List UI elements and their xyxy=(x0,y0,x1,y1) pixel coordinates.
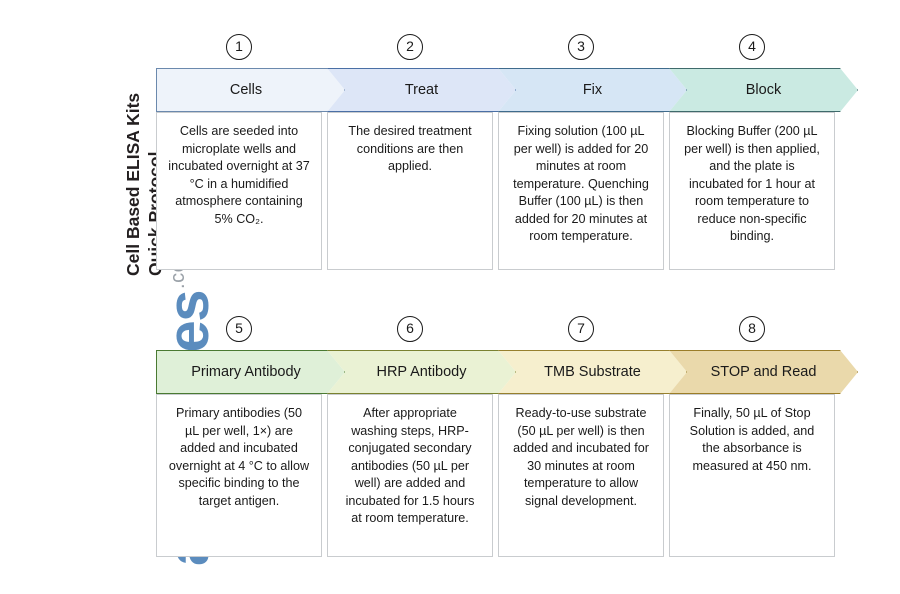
protocol-step-label-7: TMB Substrate xyxy=(544,364,641,380)
protocol-step-description-8: Finally, 50 µL of Stop Solution is added… xyxy=(669,394,835,557)
step-number-badge-2: 2 xyxy=(397,34,423,60)
protocol-step-description-text-2: The desired treatment conditions are the… xyxy=(348,124,472,173)
page-title-line-1: Cell Based ELISA Kits xyxy=(123,92,143,276)
protocol-step-description-text-6: After appropriate washing steps, HRP-con… xyxy=(345,406,475,525)
protocol-step-label-4: Block xyxy=(745,82,782,98)
protocol-step-description-4: Blocking Buffer (200 µL per well) is the… xyxy=(669,112,835,270)
protocol-step-chevron-8[interactable]: STOP and Read xyxy=(669,350,858,394)
protocol-step-chevron-5[interactable]: Primary Antibody xyxy=(156,350,345,394)
step-number-badge-1: 1 xyxy=(226,34,252,60)
protocol-step-label-8: STOP and Read xyxy=(710,364,817,380)
step-number-badge-6: 6 xyxy=(397,316,423,342)
protocol-step-description-text-7: Ready-to-use substrate (50 µL per well) … xyxy=(513,406,649,508)
protocol-row-2: 5 6 7 8 Primary Antibody HRP Antibody TMB Sub… xyxy=(156,316,840,557)
protocol-step-chevron-4[interactable]: Block xyxy=(669,68,858,112)
protocol-step-description-text-8: Finally, 50 µL of Stop Solution is added… xyxy=(689,406,815,473)
protocol-step-chevron-2[interactable]: Treat xyxy=(327,68,516,112)
step-number-badge-5: 5 xyxy=(226,316,252,342)
step-number-badge-8: 8 xyxy=(739,316,765,342)
protocol-step-chevron-6[interactable]: HRP Antibody xyxy=(327,350,516,394)
protocol-step-chevron-7[interactable]: TMB Substrate xyxy=(498,350,687,394)
protocol-step-description-6: After appropriate washing steps, HRP-con… xyxy=(327,394,493,557)
protocol-row-1: 1 2 3 4 Cells Treat Fix Block Cells are seeded… xyxy=(156,34,840,270)
step-number-strip-2: 5 6 7 8 xyxy=(156,316,840,350)
chevron-strip-2: Primary Antibody HRP Antibody TMB Substrat… xyxy=(156,350,840,394)
protocol-step-description-5: Primary antibodies (50 µL per well, 1×) … xyxy=(156,394,322,557)
protocol-step-chevron-3[interactable]: Fix xyxy=(498,68,687,112)
protocol-step-description-2: The desired treatment conditions are the… xyxy=(327,112,493,270)
protocol-step-description-text-3: Fixing solution (100 µL per well) is add… xyxy=(513,124,649,243)
step-number-badge-4: 4 xyxy=(739,34,765,60)
step-number-strip-1: 1 2 3 4 xyxy=(156,34,840,68)
protocol-step-label-5: Primary Antibody xyxy=(191,364,301,380)
protocol-step-label-6: HRP Antibody xyxy=(376,364,467,380)
protocol-step-label-3: Fix xyxy=(582,82,603,98)
chevron-strip-1: Cells Treat Fix Block xyxy=(156,68,840,112)
protocol-step-description-3: Fixing solution (100 µL per well) is add… xyxy=(498,112,664,270)
step-number-badge-7: 7 xyxy=(568,316,594,342)
step-number-badge-3: 3 xyxy=(568,34,594,60)
protocol-step-label-1: Cells xyxy=(229,82,263,98)
protocol-step-description-text-4: Blocking Buffer (200 µL per well) is the… xyxy=(684,124,820,243)
protocol-step-description-7: Ready-to-use substrate (50 µL per well) … xyxy=(498,394,664,557)
brand-logo: antibodies .com xyxy=(74,244,221,566)
protocol-step-description-1: Cells are seeded into microplate wells a… xyxy=(156,112,322,270)
protocol-step-description-text-1: Cells are seeded into microplate wells a… xyxy=(168,124,310,226)
protocol-step-chevron-1[interactable]: Cells xyxy=(156,68,345,112)
protocol-step-label-2: Treat xyxy=(404,82,439,98)
protocol-step-description-text-5: Primary antibodies (50 µL per well, 1×) … xyxy=(168,406,310,508)
